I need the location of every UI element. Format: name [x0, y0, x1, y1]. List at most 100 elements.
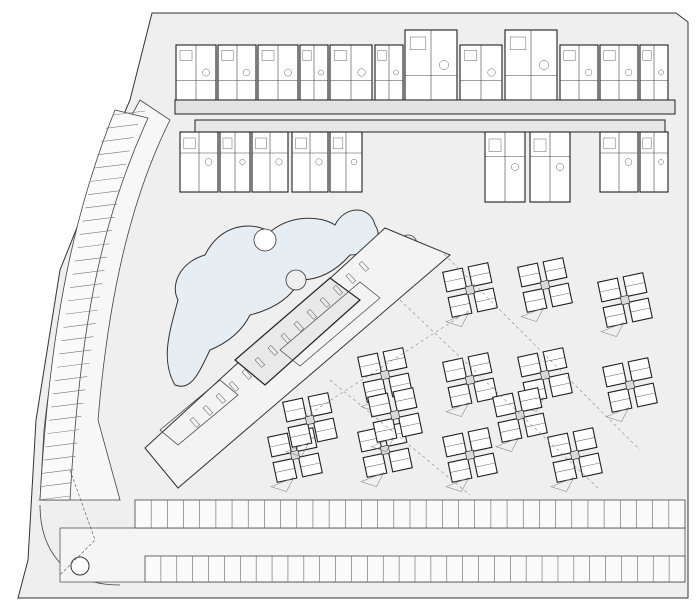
villa-partition: [545, 267, 565, 272]
parking-stall-line: [97, 150, 130, 156]
unit-bed: [183, 137, 196, 150]
unit-table: [284, 68, 292, 77]
villa-terrace: [600, 322, 625, 337]
pool-lounger: [306, 308, 318, 320]
villa-partition: [369, 402, 390, 408]
access-road-curb: [39, 504, 121, 586]
unit-table: [556, 163, 564, 171]
apartment-unit: [639, 44, 669, 101]
villa-partition: [525, 422, 546, 428]
pool-lounger: [241, 368, 253, 380]
unit-bed: [295, 137, 307, 150]
parking-stall-line: [43, 455, 76, 461]
south-residential-wing: [179, 131, 669, 203]
unit-table: [202, 68, 210, 77]
villa-core: [379, 444, 391, 456]
unit-bed: [333, 50, 348, 61]
villa-partition: [365, 463, 385, 468]
villa-partition: [635, 392, 656, 398]
parking-stall-line: [77, 243, 110, 249]
unit-table: [624, 68, 633, 77]
unit-bed: [261, 50, 275, 61]
apartment-unit: [599, 131, 639, 193]
villa-partition: [580, 462, 601, 468]
parking-stall-line: [101, 137, 134, 142]
cluster-paths: [299, 249, 641, 496]
villa-partition: [519, 272, 540, 278]
parking-stall-line: [53, 389, 86, 395]
villa-cluster: [597, 272, 653, 337]
villa-core: [619, 294, 631, 306]
villa-cluster: [282, 392, 338, 457]
side-parking-stalls: [37, 110, 146, 501]
unit-table: [658, 69, 664, 76]
apartment-unit: [251, 131, 289, 193]
parking-stall-line: [39, 482, 72, 488]
apartment-unit: [484, 131, 526, 203]
parking-stall-line: [74, 256, 107, 262]
unit-table: [315, 158, 323, 166]
unit-table: [584, 68, 593, 77]
pool-loungers: [189, 260, 370, 428]
villa-cluster: [442, 262, 498, 327]
villa-partition: [625, 282, 645, 287]
apartment-unit: [504, 29, 558, 101]
apartment-unit: [404, 29, 458, 101]
villa-terrace: [550, 477, 575, 492]
villa-terrace: [495, 437, 520, 452]
apartment-unit: [459, 44, 503, 101]
villa-partition: [500, 428, 520, 433]
villa-terrace: [445, 402, 470, 417]
villa-core: [464, 284, 476, 296]
villa-partition: [275, 468, 295, 473]
apartment-unit: [599, 44, 639, 101]
villa-partition: [475, 297, 496, 303]
villa-core: [539, 369, 551, 381]
central-corridor: [194, 119, 666, 133]
unit-bed: [563, 50, 576, 61]
clubhouse: [234, 277, 361, 386]
villa-partition: [359, 362, 380, 368]
villa-core: [539, 279, 551, 291]
parking-stall-line: [55, 376, 88, 381]
villa-partition: [290, 433, 310, 438]
villa-partition: [269, 442, 290, 448]
unit-table: [439, 60, 449, 70]
side-parking-strip: [39, 109, 149, 501]
apartment-unit: [559, 44, 599, 101]
pool-lounger: [293, 320, 305, 332]
villa-partition: [395, 397, 415, 402]
swimming-pool: [166, 209, 379, 387]
unit-table: [204, 158, 213, 166]
villa-terrace: [605, 407, 630, 422]
villa-partition: [390, 382, 411, 388]
unit-table: [511, 163, 519, 171]
pool-lounger: [215, 392, 227, 404]
villa-cluster: [547, 427, 603, 492]
parking-stall-line: [59, 349, 92, 355]
parking-stall-line: [41, 469, 74, 474]
unit-bed: [509, 36, 527, 50]
unit-bed: [255, 137, 267, 150]
unit-table: [275, 158, 283, 166]
apartment-unit: [219, 131, 251, 193]
villa-partition: [470, 362, 490, 367]
villa-partition: [520, 397, 540, 402]
villa-partition: [450, 393, 470, 398]
villa-partition: [605, 313, 625, 318]
villa-partition: [550, 382, 571, 388]
villa-partition: [315, 427, 336, 433]
villa-partition: [475, 387, 496, 393]
pool-island: [285, 269, 307, 291]
unit-bed: [533, 138, 547, 152]
unit-bed: [463, 50, 478, 61]
unit-table: [242, 68, 251, 77]
parking-stall-line: [82, 216, 115, 222]
apartment-unit: [175, 44, 217, 101]
entry-roundabout: [70, 556, 90, 576]
pool-lounger: [202, 404, 214, 416]
parking-stall-line: [47, 429, 80, 434]
pool-lounger: [345, 272, 357, 284]
villa-terrace: [285, 442, 310, 457]
